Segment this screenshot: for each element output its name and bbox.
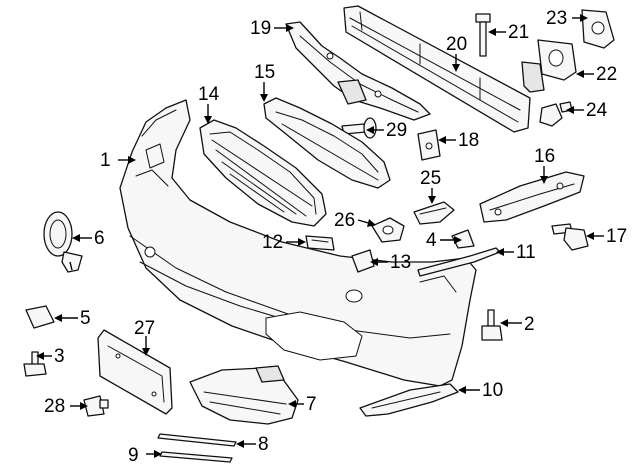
part-6-lamp-cover <box>43 211 83 273</box>
callout-10: 10 <box>482 380 503 401</box>
callout-22: 22 <box>596 64 617 85</box>
callout-25: 25 <box>420 168 441 189</box>
callout-11: 11 <box>516 242 536 263</box>
callout-2: 2 <box>524 314 535 335</box>
callout-18: 18 <box>458 130 479 151</box>
callout-19: 19 <box>250 18 271 39</box>
callout-5: 5 <box>80 308 91 329</box>
part-3-bolt <box>23 351 47 377</box>
part-23-gasket <box>581 9 615 49</box>
callout-15: 15 <box>254 62 275 83</box>
part-21-bolt <box>475 13 491 57</box>
callout-3: 3 <box>54 346 65 367</box>
part-28-bolt <box>83 395 109 417</box>
part-19-bracket <box>285 21 431 121</box>
part-16-bracket <box>479 171 585 223</box>
callout-24: 24 <box>586 100 608 121</box>
callout-27: 27 <box>134 318 155 339</box>
part-10-spoiler <box>359 383 459 417</box>
callout-9: 9 <box>128 445 139 466</box>
callout-21: 21 <box>508 22 529 43</box>
callout-8: 8 <box>258 434 269 455</box>
leader-lines <box>36 14 604 458</box>
callout-29: 29 <box>386 120 407 141</box>
part-15-grille-frame <box>263 97 391 189</box>
callout-14: 14 <box>198 84 220 105</box>
callout-16: 16 <box>534 146 555 167</box>
part-7-air-duct <box>189 365 299 425</box>
callout-6: 6 <box>94 228 105 249</box>
part-20-reinforcement-beam <box>343 5 531 133</box>
callout-26: 26 <box>334 210 355 231</box>
part-18-clip <box>417 129 441 161</box>
part-22-mount <box>521 39 577 93</box>
callout-4: 4 <box>426 230 437 251</box>
part-8-trim-strip <box>157 433 237 447</box>
callout-23: 23 <box>546 8 567 29</box>
callout-20: 20 <box>446 34 467 55</box>
part-17-bolt <box>551 223 589 251</box>
callout-labels: 1 2 3 4 5 6 7 8 9 10 11 12 13 14 15 16 1… <box>44 8 627 466</box>
callout-13: 13 <box>390 252 411 273</box>
callout-28: 28 <box>44 396 65 417</box>
part-24-bolt <box>539 101 573 127</box>
part-27-license-bracket <box>97 329 173 415</box>
part-1-bumper-cover <box>119 99 477 387</box>
part-4-clip <box>451 229 475 249</box>
part-5-clip <box>25 305 55 329</box>
part-26-grommet <box>371 217 405 243</box>
part-14-grille <box>199 119 327 227</box>
callout-7: 7 <box>306 394 317 415</box>
callout-1: 1 <box>100 150 111 171</box>
part-2-bolt <box>481 309 503 341</box>
part-25-clip <box>413 201 455 225</box>
part-13-clip <box>351 249 375 273</box>
part-9-trim-strip <box>159 451 233 463</box>
part-12-clip <box>305 235 335 251</box>
callout-12: 12 <box>262 232 283 253</box>
callout-17: 17 <box>606 226 627 247</box>
